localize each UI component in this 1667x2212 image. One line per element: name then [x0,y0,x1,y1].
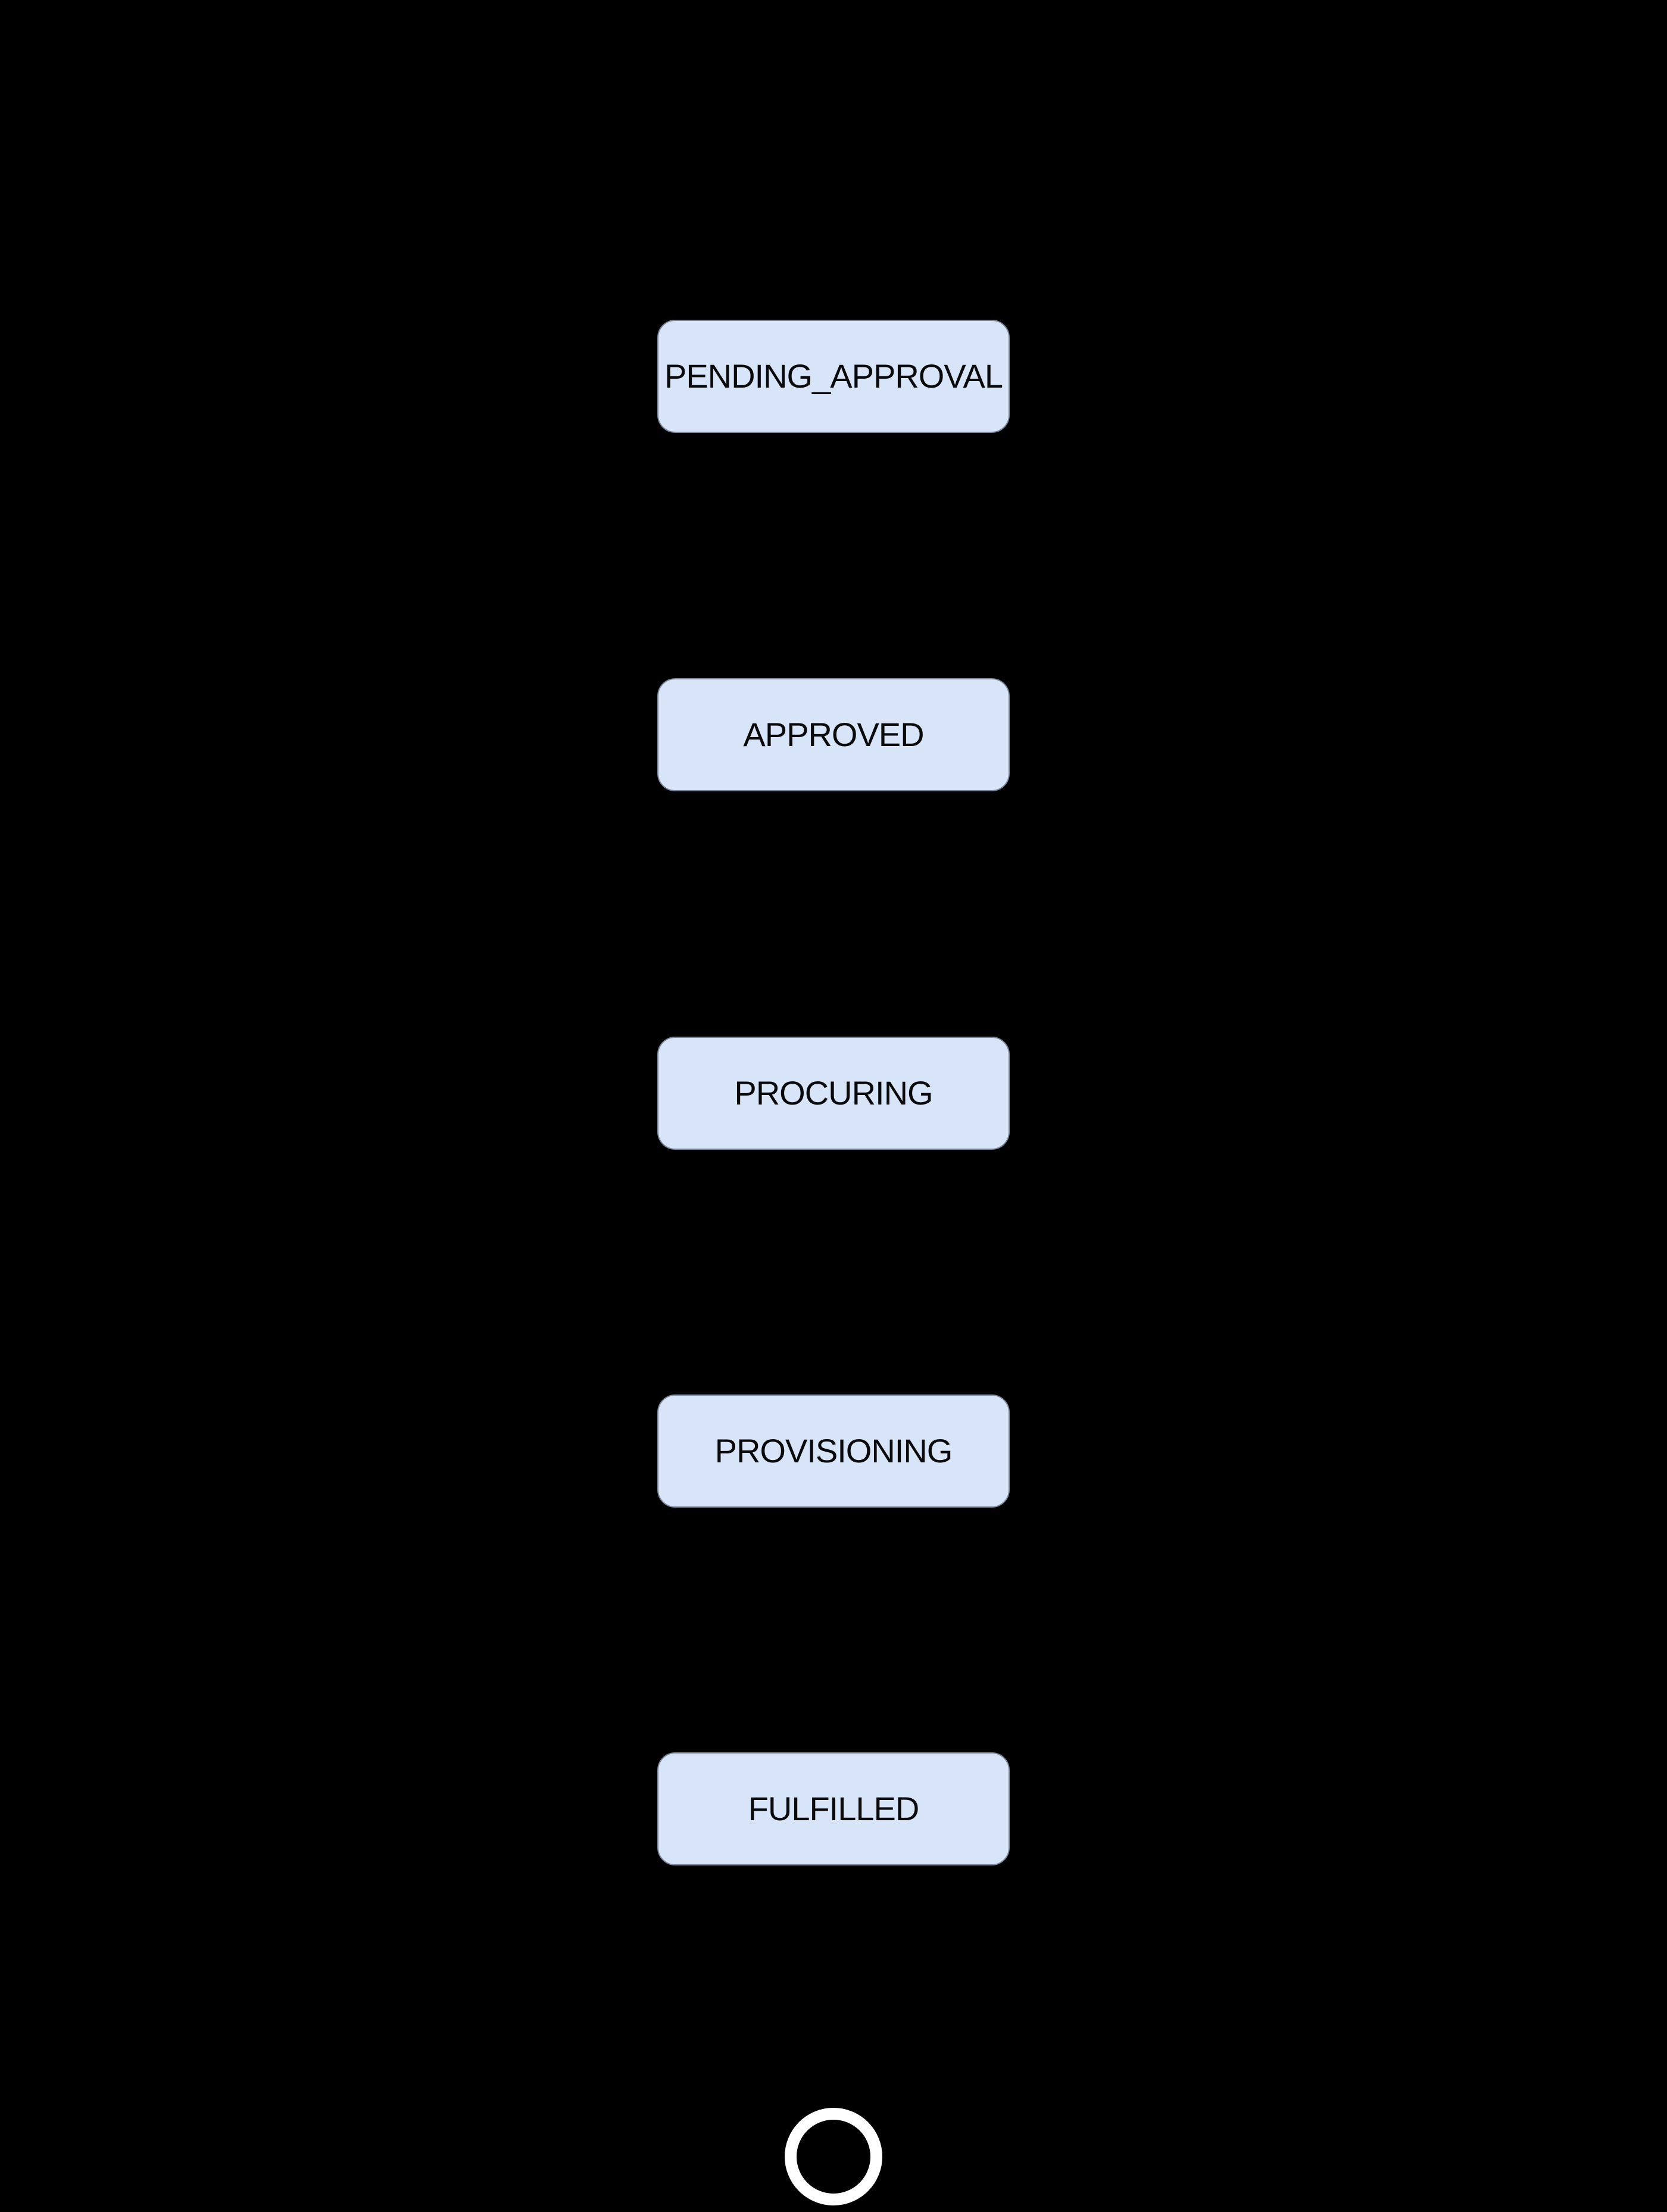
state-node-approved: APPROVED [657,678,1010,791]
state-label: PROCURING [734,1074,933,1112]
final-state-ring-icon [785,2108,882,2205]
state-node-pending-approval: PENDING_APPROVAL [657,320,1010,433]
state-node-procuring: PROCURING [657,1037,1010,1150]
state-node-fulfilled: FULFILLED [657,1752,1010,1865]
state-label: APPROVED [743,716,924,753]
state-label: FULFILLED [748,1790,920,1827]
state-node-provisioning: PROVISIONING [657,1394,1010,1508]
state-label: PENDING_APPROVAL [664,357,1003,395]
state-label: PROVISIONING [714,1432,953,1470]
